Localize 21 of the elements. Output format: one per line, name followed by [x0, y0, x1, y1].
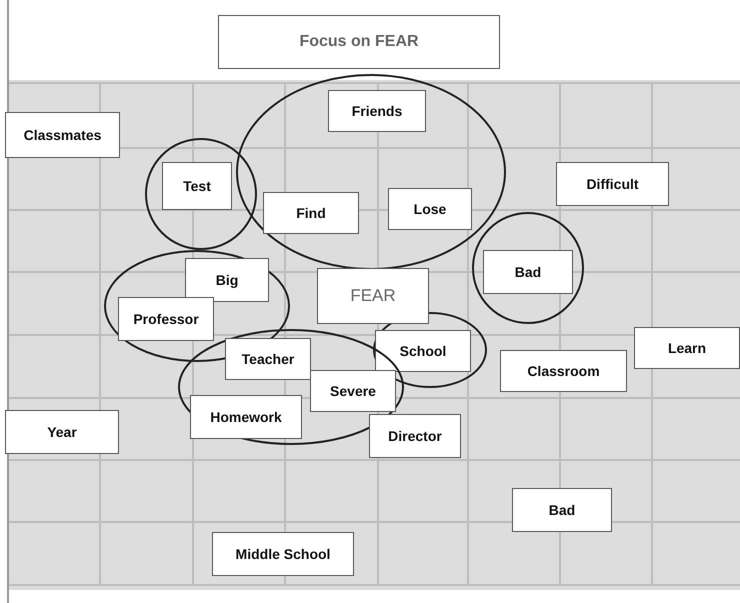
word-box: Big [185, 258, 269, 302]
word-box: FEAR [317, 268, 429, 324]
word-box: Difficult [556, 162, 669, 206]
word-box: Middle School [212, 532, 354, 576]
word-box: Find [263, 192, 359, 234]
word-box: School [375, 330, 471, 372]
word-box: Year [5, 410, 119, 454]
title: Focus on FEAR [218, 15, 500, 69]
word-box: Test [162, 162, 232, 210]
word-box: Classroom [500, 350, 627, 392]
word-box: Professor [118, 297, 214, 341]
word-box: Friends [328, 90, 426, 132]
word-box: Homework [190, 395, 302, 439]
word-box: Learn [634, 327, 740, 369]
word-box: Lose [388, 188, 472, 230]
word-box: Teacher [225, 338, 311, 380]
word-box: Bad [483, 250, 573, 294]
word-box: Severe [310, 370, 396, 412]
word-box: Bad [512, 488, 612, 532]
word-box: Classmates [5, 112, 120, 158]
word-box: Director [369, 414, 461, 458]
